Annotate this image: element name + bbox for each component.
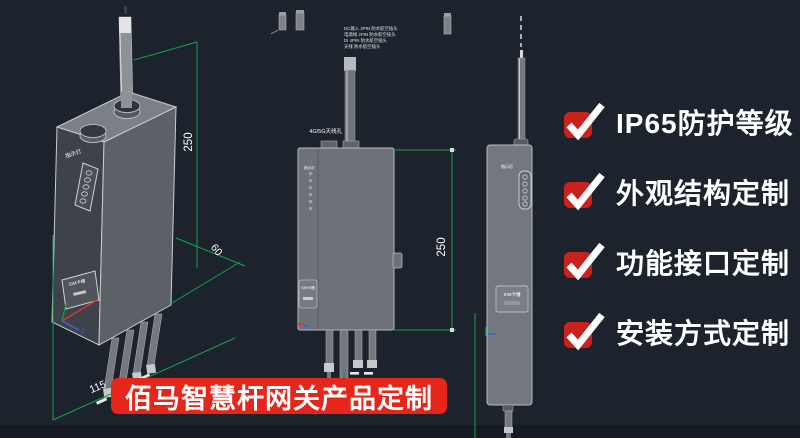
- feature-label: IP65防护等级: [616, 108, 794, 139]
- front-side-tab: [392, 252, 403, 269]
- antenna-cap: [119, 17, 131, 33]
- antenna-tip-mark: [124, 6, 127, 14]
- banner-label: 佰马智慧杆网关产品定制: [125, 383, 433, 414]
- feature-item-ip65: IP65防护等级: [562, 96, 800, 148]
- front-dim-height: 250: [436, 237, 448, 256]
- front-led-dots: [309, 172, 313, 211]
- detail-parts: [270, 10, 452, 35]
- front-view: 4G/5G天线孔 指示灯 SIM卡槽: [297, 57, 456, 413]
- front-cables: [321, 329, 377, 413]
- side-indicator-label: 指示灯: [501, 163, 513, 169]
- checkmark-icon: [562, 242, 606, 282]
- side-sim-plate: [495, 285, 529, 313]
- front-sim-label: SIM卡槽: [301, 285, 315, 290]
- side-led-strip: [518, 170, 532, 210]
- feature-list: IP65防护等级 外观结构定制 功能接口定制: [562, 96, 800, 376]
- checkmark-icon: [562, 172, 606, 212]
- checkmark-icon: [562, 312, 606, 352]
- sim-slot-mark: [72, 290, 87, 296]
- feature-label: 外观结构定制: [616, 178, 791, 209]
- feature-item-appearance: 外观结构定制: [562, 166, 800, 218]
- feature-label: 功能接口定制: [616, 248, 791, 279]
- checkmark-icon: [562, 102, 606, 142]
- front-sim-plate: [298, 279, 318, 309]
- feature-item-interface: 功能接口定制: [562, 236, 800, 288]
- title-banner: 佰马智慧杆网关产品定制: [111, 378, 447, 414]
- feature-label: 安装方式定制: [616, 318, 791, 349]
- svg-text:Z: Z: [81, 329, 85, 335]
- cable-label-mark: [95, 397, 108, 405]
- svg-text:天线 防水航空插头: 天线 防水航空插头: [344, 43, 381, 50]
- cable-label-mark: [364, 372, 373, 375]
- front-antenna-cap: [344, 57, 356, 71]
- svg-text:DI 4PIN 防水航空插头: DI 4PIN 防水航空插头: [344, 37, 388, 44]
- svg-text:电源线 2PIN 防水航空插头: 电源线 2PIN 防水航空插头: [344, 31, 396, 38]
- cad-drawing: 指示灯 SIM卡槽 Z: [51, 6, 533, 438]
- box-right-face: [98, 106, 177, 346]
- iso-sim-label: SIM卡槽: [68, 277, 87, 288]
- iso-view: 指示灯 SIM卡槽 Z: [51, 6, 246, 421]
- side-cable: [502, 404, 514, 438]
- cable-label-mark: [350, 372, 359, 375]
- side-sim-label: SIM卡槽: [503, 291, 521, 298]
- iso-sim-plate: [61, 270, 100, 310]
- side-view: 指示灯 SIM卡槽: [474, 16, 533, 438]
- bottom-edge-strip: [0, 425, 800, 438]
- ucs-axes-icon: Z: [61, 299, 98, 335]
- front-dimension-lines: [394, 149, 456, 331]
- iso-dim-depth: 60: [208, 242, 225, 259]
- feature-item-mounting: 安装方式定制: [562, 306, 800, 358]
- front-indicator-label: 指示灯: [304, 165, 315, 170]
- svg-text:DC输入 2PIN 防水航空插头: DC输入 2PIN 防水航空插头: [344, 25, 398, 32]
- spec-notes: DC输入 2PIN 防水航空插头 电源线 2PIN 防水航空插头 DI 4PIN…: [344, 25, 398, 50]
- front-antenna-label: 4G/5G天线孔: [309, 127, 342, 135]
- iso-dim-height: 250: [183, 132, 195, 151]
